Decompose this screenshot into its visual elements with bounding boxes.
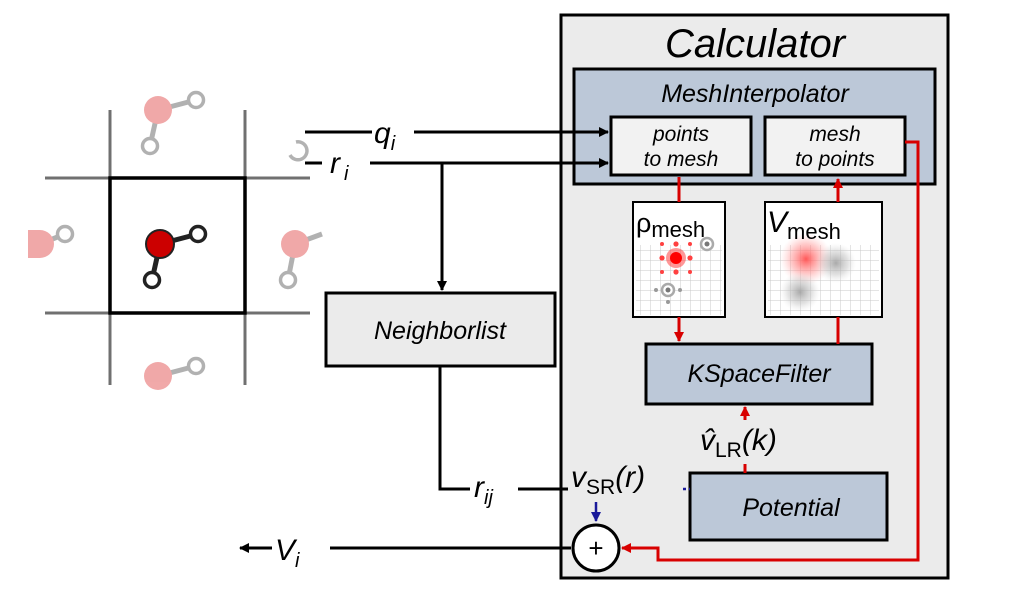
kspace-filter-label: KSpaceFilter <box>687 360 832 388</box>
black-connectors <box>239 127 609 553</box>
r-ij-label: rij <box>474 471 493 509</box>
potential-label: Potential <box>742 494 841 522</box>
mesh-interpolator-title: MeshInterpolator <box>661 80 850 108</box>
points-to-mesh-label-line1: points <box>652 123 710 146</box>
points-to-mesh-label-line2: to mesh <box>644 148 719 171</box>
blue-connector <box>591 487 690 522</box>
water-molecule-central <box>142 224 208 290</box>
kspace-filter-box <box>644 342 874 406</box>
calculator-title: Calculator <box>665 22 847 66</box>
mesh-to-points-box <box>763 115 907 177</box>
water-molecule-image-top <box>140 90 206 156</box>
neighborlist-label: Neighborlist <box>374 317 507 345</box>
water-molecule-image-top-right <box>288 140 309 162</box>
v-mesh-symbol: Vmesh <box>767 206 841 244</box>
water-molecule-image-right <box>278 230 323 290</box>
water-molecule-image-bottom <box>144 356 206 390</box>
v-mesh-panel <box>764 201 883 318</box>
points-to-mesh-box <box>609 115 753 177</box>
q-i-label: qi <box>374 117 396 155</box>
v-lr-label: v̂LR(k) <box>700 424 777 462</box>
v-sr-label: vSR(r) <box>571 461 645 499</box>
potential-box <box>688 471 889 542</box>
water-molecule-image-left <box>28 224 75 258</box>
red-connectors <box>621 140 920 562</box>
sum-node: + <box>571 523 621 573</box>
rho-mesh-panel <box>632 201 726 318</box>
mesh-to-points-label-line1: mesh <box>809 123 860 146</box>
mesh-to-points-label-line2: to points <box>795 148 875 171</box>
v-i-output-label: Vi <box>275 534 300 572</box>
periodic-cell-illustration <box>28 90 323 390</box>
unit-cell <box>108 176 247 315</box>
rho-mesh-symbol: ρmesh <box>636 208 705 242</box>
sum-symbol: + <box>588 533 603 563</box>
